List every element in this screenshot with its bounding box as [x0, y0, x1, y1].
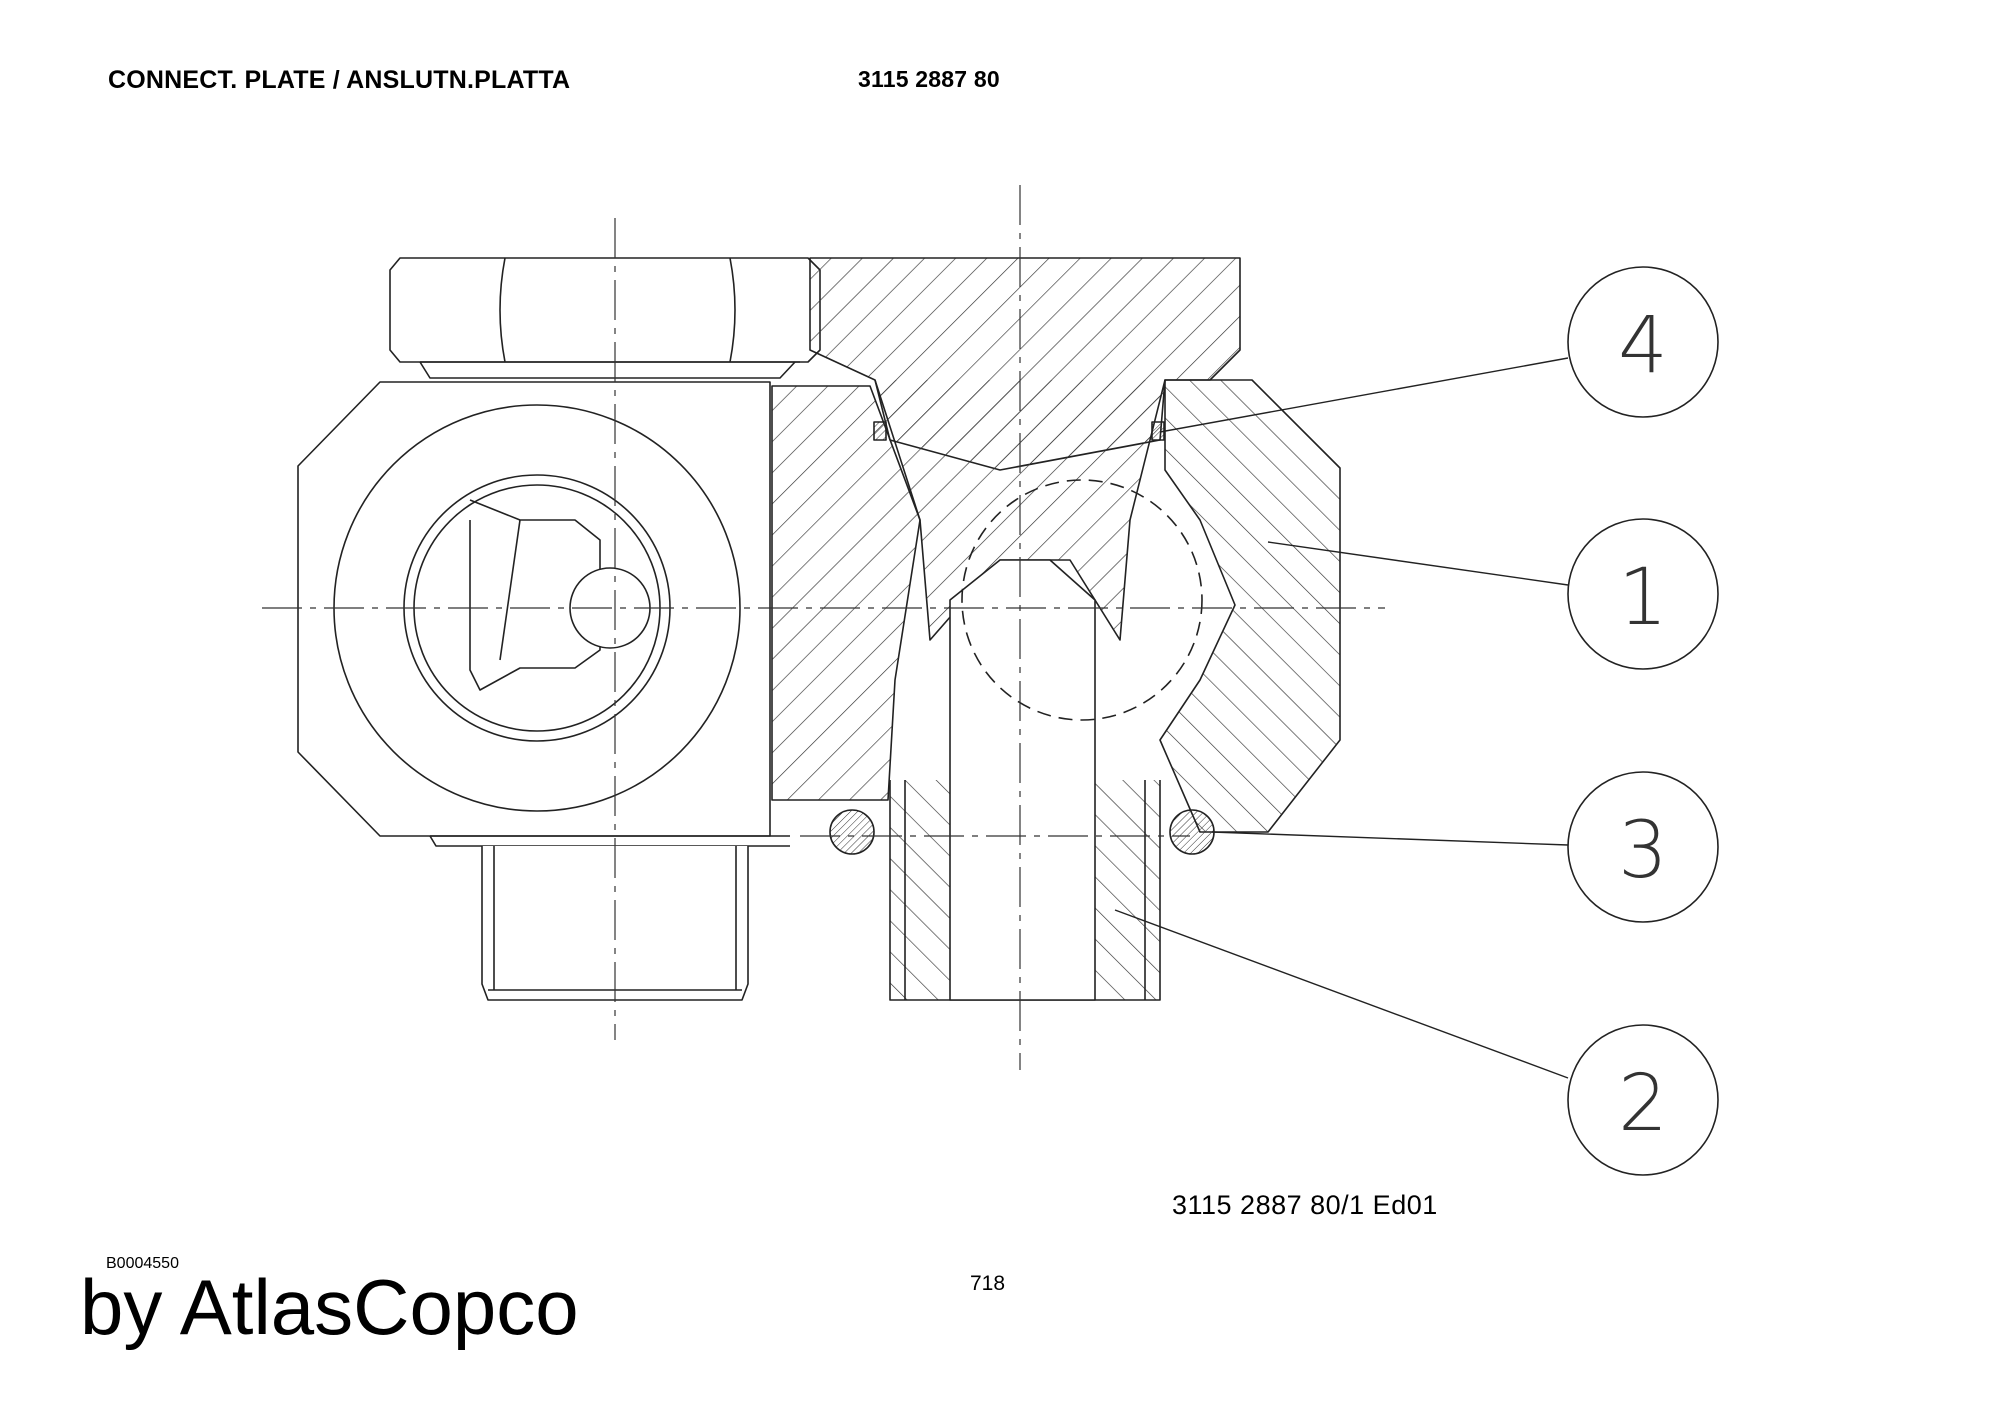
drawing-reference: 3115 2887 80/1 Ed01	[1172, 1190, 1438, 1220]
brand-footer: by AtlasCopco	[80, 1263, 579, 1351]
callout-label-1: 1	[1618, 553, 1668, 643]
callout-label-3: 3	[1618, 806, 1668, 896]
part-number: 3115 2887 80	[858, 66, 1000, 92]
page-title: CONNECT. PLATE / ANSLUTN.PLATTA	[108, 66, 571, 94]
callout-circle-1	[1567, 518, 1719, 670]
image-code: B0004550	[106, 1255, 179, 1272]
callout-label-2: 2	[1618, 1059, 1668, 1149]
page-number: 718	[970, 1272, 1006, 1295]
callout-label-4: 4	[1618, 301, 1668, 391]
callout-circle-2	[1567, 1024, 1719, 1176]
callout-circle-3	[1567, 771, 1719, 923]
callout-circle-4	[1567, 266, 1719, 418]
